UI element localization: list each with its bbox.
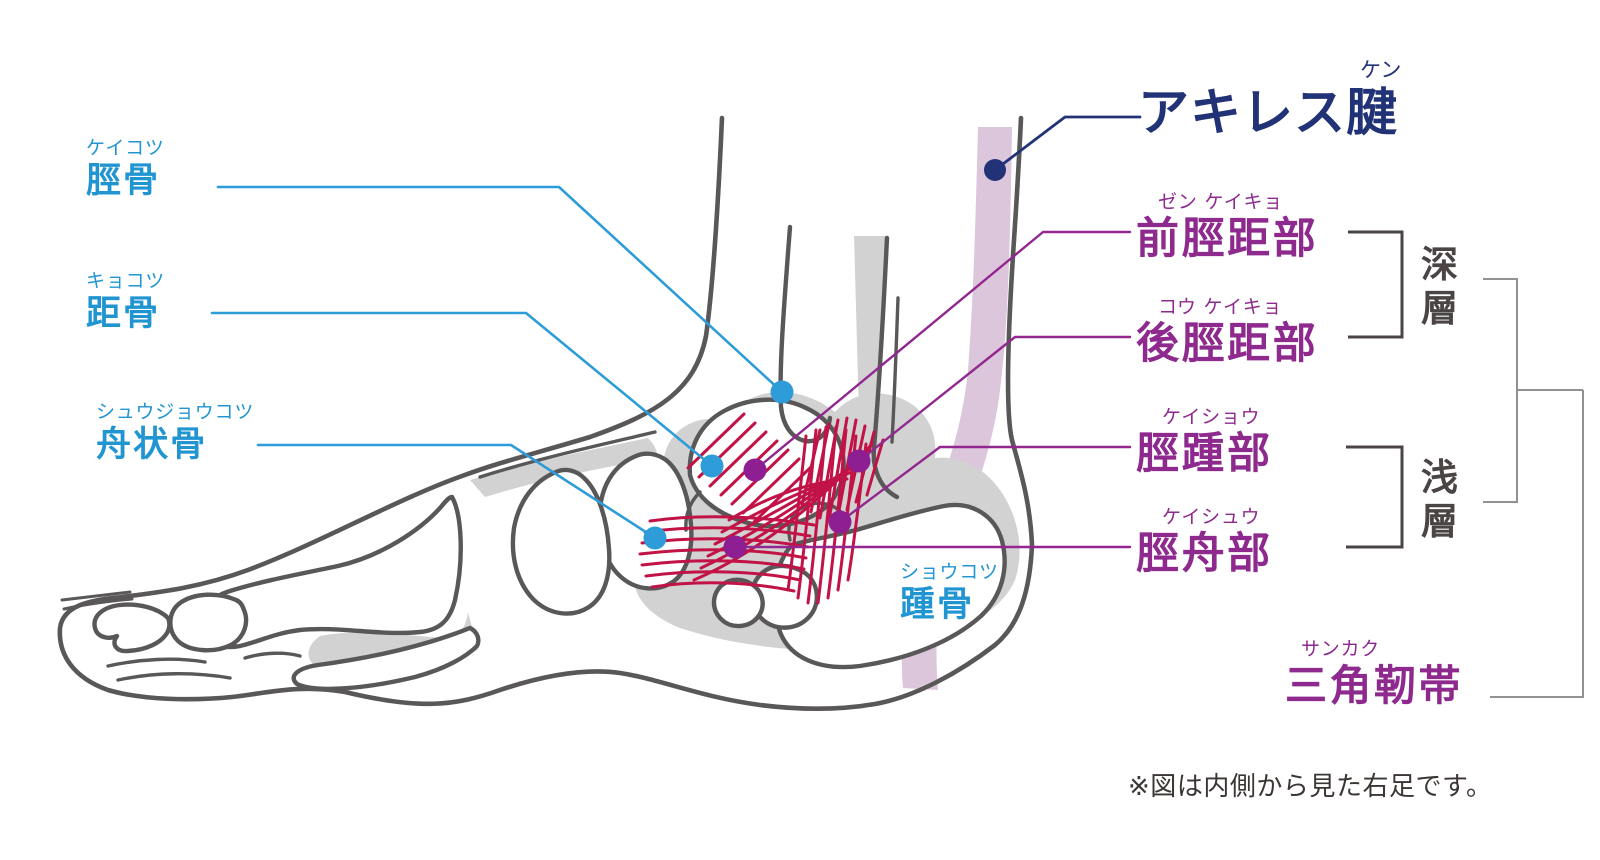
tibia-dot	[770, 380, 794, 404]
posterior-tibiotalar-furigana: コウ ケイキョ	[1158, 296, 1283, 318]
deep-layer-bracket	[1348, 230, 1404, 339]
achilles-leader-line	[993, 115, 1142, 172]
tibiocalcaneal-leader-line	[838, 445, 1132, 524]
marker-dots	[643, 159, 1006, 559]
tibiocalcaneal-label: ケイショウ 脛踵部	[1136, 408, 1273, 476]
deltoid-ligament-text: 三角靭帯	[1285, 661, 1464, 710]
superficial-layer-label: 浅層	[1421, 456, 1458, 543]
deep-layer-label: 深層	[1421, 243, 1458, 330]
calcaneus-text: 踵骨	[900, 585, 975, 625]
calcaneus-bone	[772, 502, 1007, 670]
figure-footnote: ※図は内側から見た右足です。	[1128, 772, 1493, 802]
calcaneus-label: ショウコツ 踵骨	[900, 563, 999, 623]
tibionavicular-text: 脛舟部	[1136, 529, 1273, 579]
navicular-text: 舟状骨	[96, 425, 208, 465]
talus-leader-line	[210, 311, 714, 468]
posterior-tibiotalar-label: コウ ケイキョ 後脛距部	[1136, 298, 1318, 366]
anterior-tibiotalar-furigana: ゼン ケイキョ	[1158, 191, 1283, 213]
achilles-furigana: ケン	[1360, 58, 1402, 82]
skin-outline	[57, 115, 1035, 711]
tibiocalcaneal-furigana: ケイショウ	[1162, 406, 1261, 428]
tibiocalcaneal-text: 脛踵部	[1136, 429, 1273, 479]
anterior-tibiotalar-label: ゼン ケイキョ 前脛距部	[1136, 193, 1318, 261]
navicular-leader-line	[256, 443, 657, 540]
talus-dot	[700, 454, 724, 478]
navicular-bone	[597, 451, 694, 591]
talus-label: キョコツ 距骨	[86, 272, 165, 332]
navicular-dot	[643, 526, 667, 550]
posterior-tibiotalar-leader-line	[857, 335, 1132, 463]
posterior-tibiotalar-text: 後脛距部	[1136, 319, 1319, 369]
navicular-label: シュウジョウコツ 舟状骨	[96, 403, 254, 463]
talus-text: 距骨	[86, 294, 161, 334]
tibionavicular-dot	[723, 535, 747, 559]
talus-furigana: キョコツ	[86, 270, 166, 292]
achilles-text: アキレス腱	[1138, 84, 1399, 143]
achilles-dot	[984, 159, 1006, 181]
fibula-bone-line	[871, 235, 900, 500]
layer-group-bracket	[1483, 278, 1584, 698]
anterior-tibiotalar-text: 前脛距部	[1136, 214, 1319, 264]
tibia-furigana: ケイコツ	[86, 137, 165, 159]
tibia-text: 脛骨	[86, 161, 161, 201]
deltoid-ligament-furigana: サンカク	[1301, 638, 1381, 660]
deltoid-ligament-label: サンカク 三角靭帯	[1285, 640, 1463, 707]
posterior-tibiotalar-dot	[847, 449, 871, 473]
superficial-layer-bracket	[1346, 445, 1404, 549]
anterior-tibiotalar-dot	[743, 458, 767, 482]
anterior-tibiotalar-leader-line	[753, 230, 1132, 472]
achilles-label: アキレス腱	[1138, 88, 1398, 139]
tibia-label: ケイコツ 脛骨	[86, 139, 165, 199]
tibionavicular-furigana: ケイシュウ	[1162, 506, 1261, 528]
tibionavicular-label: ケイシュウ 脛舟部	[1136, 508, 1273, 576]
navicular-furigana: シュウジョウコツ	[96, 401, 255, 423]
tibiocalcaneal-dot	[828, 510, 852, 534]
cuneiform-bone	[510, 467, 612, 616]
tibia-leader-line	[216, 185, 784, 394]
calcaneus-furigana: ショウコツ	[900, 561, 999, 583]
